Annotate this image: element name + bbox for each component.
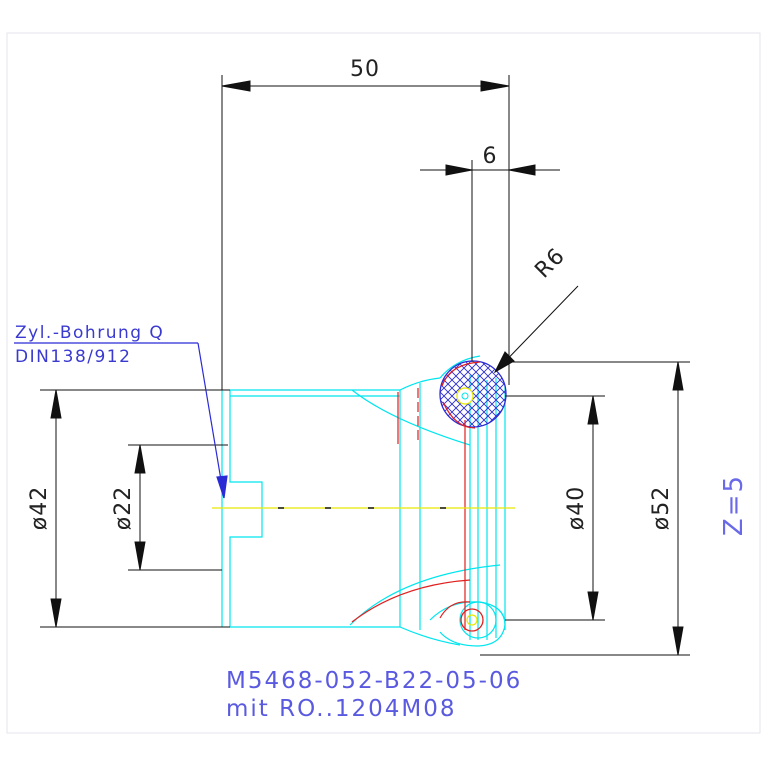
teeth-count: Z=5 — [719, 474, 749, 536]
part-number: M5468-052-B22-05-06 — [226, 668, 522, 694]
drawing-frame — [6, 32, 761, 734]
dimension-lines — [40, 75, 690, 656]
annotation-line2: DIN138/912 — [15, 347, 131, 367]
dim-6: 6 — [483, 144, 498, 169]
lower-insert — [460, 608, 484, 632]
insert-spec: mit RO..1204M08 — [226, 696, 457, 722]
annotation-line1: Zyl.-Bohrung Q — [15, 323, 164, 343]
dim-dia52: ø52 — [649, 486, 674, 530]
dim-dia42: ø42 — [27, 486, 52, 530]
dim-r6: R6 — [530, 243, 570, 283]
dim-dia22: ø22 — [111, 486, 136, 530]
dim-50: 50 — [350, 57, 380, 82]
bore-leader — [14, 342, 228, 499]
insert-lines — [351, 388, 471, 630]
dim-dia40: ø40 — [564, 486, 589, 530]
upper-insert — [439, 360, 507, 429]
